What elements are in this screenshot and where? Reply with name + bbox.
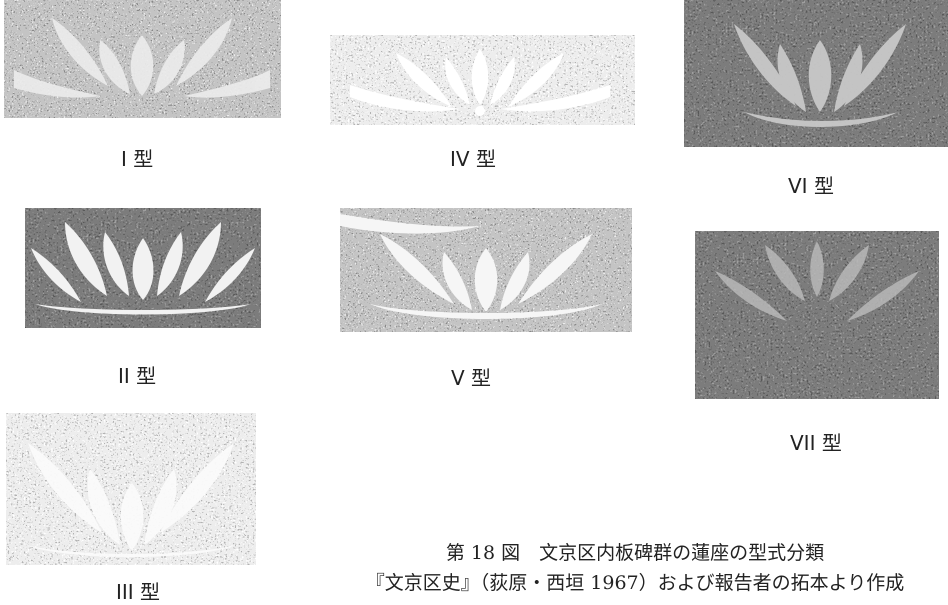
rubbing-image-type-7 [695, 231, 939, 399]
figure-caption: 第 18 図 文京区内板碑群の蓮座の型式分類 『文京区史』（荻原・西垣 1967… [330, 538, 940, 598]
rubbing-image-type-1 [4, 0, 281, 118]
panel-label-type-1: I 型 [121, 147, 154, 171]
rubbing-image-type-5 [340, 208, 632, 332]
panel-label-type-2: II 型 [118, 364, 157, 388]
rubbing-image-type-4 [330, 35, 635, 125]
caption-source: 『文京区史』（荻原・西垣 1967）および報告者の拓本より作成 [365, 572, 905, 594]
panel-label-type-4: IV 型 [450, 147, 496, 171]
panel-label-type-7: VII 型 [790, 431, 842, 455]
rubbing-image-type-6 [684, 0, 948, 147]
panel-label-type-6: VI 型 [788, 174, 834, 198]
rubbing-image-type-3 [6, 413, 256, 565]
rubbing-image-type-2 [25, 208, 261, 328]
caption-title: 第 18 図 文京区内板碑群の蓮座の型式分類 [445, 542, 825, 564]
panel-label-type-3: III 型 [116, 580, 161, 604]
panel-label-type-5: V 型 [451, 366, 492, 390]
